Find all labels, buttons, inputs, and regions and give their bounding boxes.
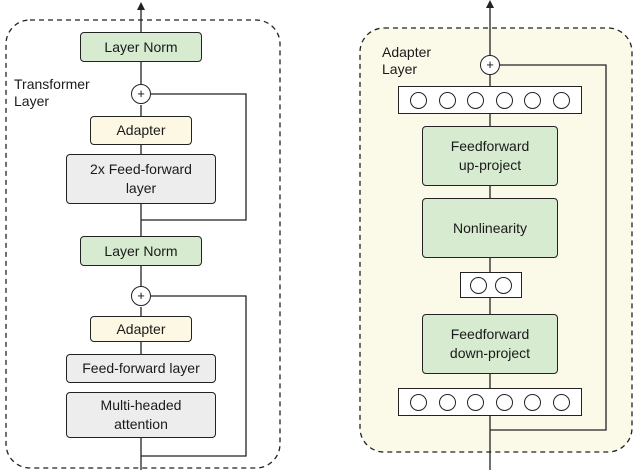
layer-norm-top: Layer Norm: [80, 32, 202, 62]
unit-circle-icon: [438, 393, 456, 411]
unit-circle-icon: [467, 91, 485, 109]
adapter-layer-title: Adapter Layer: [382, 44, 432, 77]
multi-headed-attention: Multi-headed attention: [66, 392, 216, 438]
unit-circle-icon: [524, 91, 542, 109]
unit-circle-icon: [410, 393, 428, 411]
unit-circle-icon: [524, 393, 542, 411]
unit-circle-icon: [410, 91, 428, 109]
output-units: [398, 86, 582, 114]
residual-add-top-icon: +: [131, 84, 151, 104]
layer-norm-bottom: Layer Norm: [80, 236, 202, 266]
feedforward-down-project: Feedforward down-project: [422, 314, 558, 374]
unit-circle-icon: [467, 393, 485, 411]
transformer-layer-panel: [5, 19, 281, 469]
bottleneck-units: [460, 272, 522, 298]
residual-add-bottom-icon: +: [131, 286, 151, 306]
unit-circle-icon: [495, 276, 513, 294]
feedforward-up-project: Feedforward up-project: [422, 126, 558, 186]
adapter-bottom: Adapter: [90, 316, 192, 342]
unit-circle-icon: [495, 91, 513, 109]
feed-forward-layer: Feed-forward layer: [66, 354, 216, 383]
unit-circle-icon: [438, 91, 456, 109]
unit-circle-icon: [469, 276, 487, 294]
unit-circle-icon: [552, 91, 570, 109]
adapter-top: Adapter: [90, 116, 192, 145]
unit-circle-icon: [552, 393, 570, 411]
input-units: [398, 388, 582, 416]
skip-add-icon: +: [480, 55, 500, 75]
nonlinearity: Nonlinearity: [422, 198, 558, 258]
feed-forward-2x: 2x Feed-forward layer: [66, 154, 216, 204]
transformer-layer-title: Transformer Layer: [14, 76, 90, 109]
unit-circle-icon: [495, 393, 513, 411]
